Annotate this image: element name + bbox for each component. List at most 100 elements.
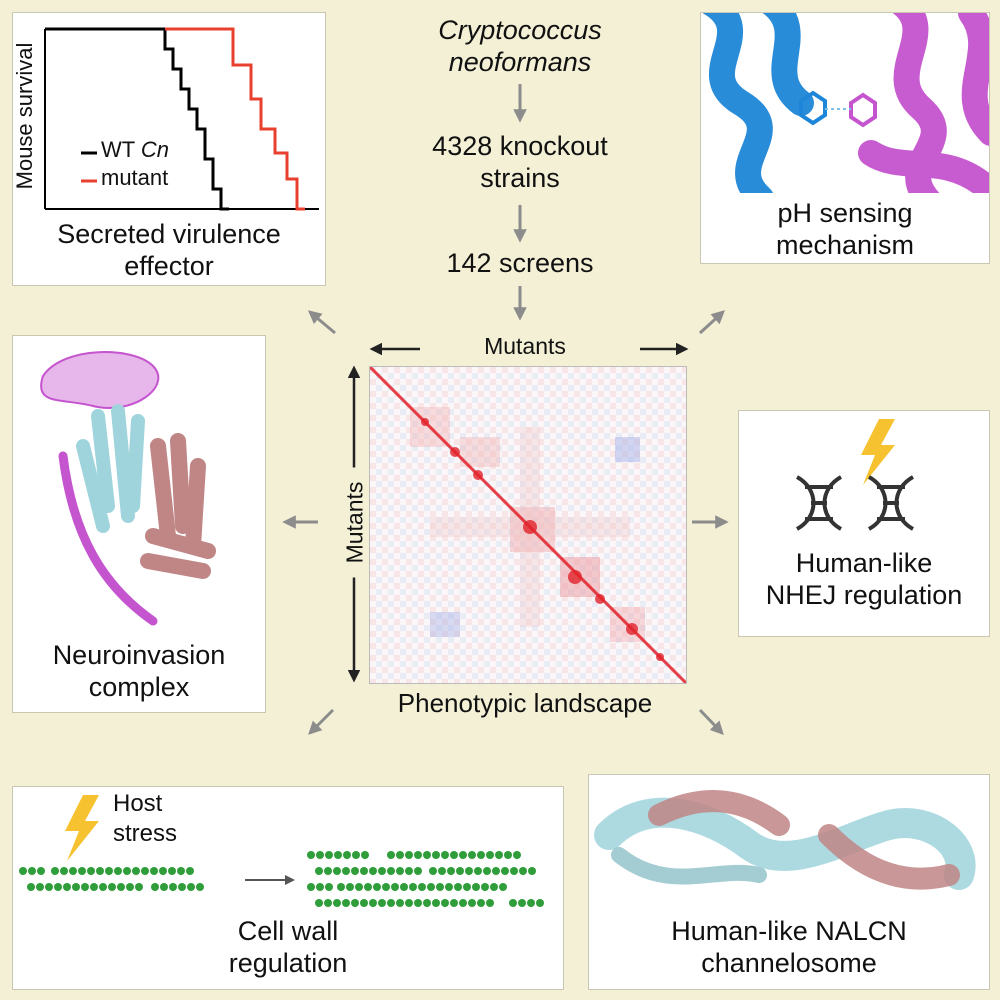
- cell-bead: [427, 883, 435, 891]
- cell-bead: [19, 867, 27, 875]
- cell-bead: [352, 851, 360, 859]
- cell-bead: [334, 851, 342, 859]
- cell-bead: [391, 883, 399, 891]
- cell-bead: [105, 867, 113, 875]
- cell-bead: [432, 851, 440, 859]
- cell-bead: [342, 899, 350, 907]
- cell-wall-before: [19, 867, 204, 891]
- cell-bead: [456, 867, 464, 875]
- cell-bead: [117, 883, 125, 891]
- cell-bead: [132, 867, 140, 875]
- cell-bead: [187, 883, 195, 891]
- arrow-to-survival: [307, 310, 336, 335]
- cell-bead: [481, 883, 489, 891]
- cell-bead: [441, 851, 449, 859]
- nhej-caption: Human-like NHEJ regulation: [765, 548, 963, 610]
- cell-bead: [438, 867, 446, 875]
- cell-bead: [351, 867, 359, 875]
- cell-bead: [177, 867, 185, 875]
- cell-bead: [316, 851, 324, 859]
- cell-bead: [447, 867, 455, 875]
- cell-bead: [400, 883, 408, 891]
- cell-bead: [364, 883, 372, 891]
- ph-panel: pH sensing mechanism: [700, 12, 990, 264]
- survival-ylabel: Mouse survival: [12, 42, 37, 190]
- cell-bead: [325, 883, 333, 891]
- nalcn-structure-illustration: [594, 790, 976, 890]
- cell-bead: [51, 867, 59, 875]
- cell-bead: [423, 851, 431, 859]
- cell-bead: [342, 867, 350, 875]
- nalcn-panel: Human-like NALCN channelosome: [588, 774, 990, 990]
- cell-bead: [396, 867, 404, 875]
- cell-bead: [518, 899, 526, 907]
- cell-bead: [355, 883, 363, 891]
- cell-bead: [87, 867, 95, 875]
- cell-bead: [495, 851, 503, 859]
- cell-bead: [527, 899, 535, 907]
- cell-bead: [396, 899, 404, 907]
- cell-wall-after: [307, 851, 544, 907]
- cell-bead: [501, 867, 509, 875]
- cell-bead: [429, 867, 437, 875]
- cell-bead: [360, 867, 368, 875]
- host-stress-label: Host stress: [113, 790, 178, 847]
- cell-bead: [396, 851, 404, 859]
- cell-bead: [509, 899, 517, 907]
- cell-bead: [160, 883, 168, 891]
- cell-bead: [54, 883, 62, 891]
- cell-bead: [186, 867, 194, 875]
- cell-bead: [468, 851, 476, 859]
- cell-bead: [324, 899, 332, 907]
- cell-bead: [315, 899, 323, 907]
- cell-bead: [90, 883, 98, 891]
- cell-bead: [454, 883, 462, 891]
- cell-bead: [450, 899, 458, 907]
- cell-bead: [135, 883, 143, 891]
- cell-bead: [159, 867, 167, 875]
- cell-bead: [477, 851, 485, 859]
- cell-bead: [333, 899, 341, 907]
- cell-bead: [513, 851, 521, 859]
- cell-bead: [99, 883, 107, 891]
- cell-bead: [519, 867, 527, 875]
- cell-bead: [436, 883, 444, 891]
- screens-label: 142 screens: [446, 248, 594, 278]
- cell-bead: [414, 867, 422, 875]
- phenotypic-heatmap: [369, 366, 687, 684]
- cell-bead: [369, 899, 377, 907]
- cell-bead: [528, 867, 536, 875]
- arrow-to-cellwall: [308, 708, 335, 735]
- survival-caption: Secreted virulence effector: [57, 219, 281, 281]
- cell-bead: [351, 899, 359, 907]
- lightning-bolt-icon: [861, 419, 895, 485]
- cell-bead: [483, 867, 491, 875]
- cell-bead: [414, 899, 422, 907]
- survival-panel: Mouse survival WT Cn mutant Secreted vir…: [12, 12, 326, 286]
- cell-bead: [378, 899, 386, 907]
- cell-bead: [361, 851, 369, 859]
- cell-bead: [307, 883, 315, 891]
- ph-caption: pH sensing mechanism: [775, 198, 915, 260]
- nhej-illustration: [795, 419, 915, 531]
- cell-bead: [432, 899, 440, 907]
- strains-label: 4328 knockout strains: [432, 131, 608, 193]
- cell-bead: [36, 883, 44, 891]
- cell-bead: [378, 867, 386, 875]
- cell-bead: [324, 867, 332, 875]
- legend-wt: WT Cn: [101, 137, 170, 162]
- cell-bead: [486, 851, 494, 859]
- legend-mutant: mutant: [101, 165, 169, 190]
- cell-bead: [441, 899, 449, 907]
- cell-bead: [373, 883, 381, 891]
- cell-bead: [405, 867, 413, 875]
- lightning-bolt-icon: [65, 795, 99, 861]
- cell-bead: [418, 883, 426, 891]
- cell-bead: [486, 899, 494, 907]
- cell-bead: [151, 883, 159, 891]
- process-arrow-icon: [285, 875, 295, 885]
- cell-bead: [150, 867, 158, 875]
- cell-bead: [28, 867, 36, 875]
- cell-bead: [123, 867, 131, 875]
- cell-bead: [382, 883, 390, 891]
